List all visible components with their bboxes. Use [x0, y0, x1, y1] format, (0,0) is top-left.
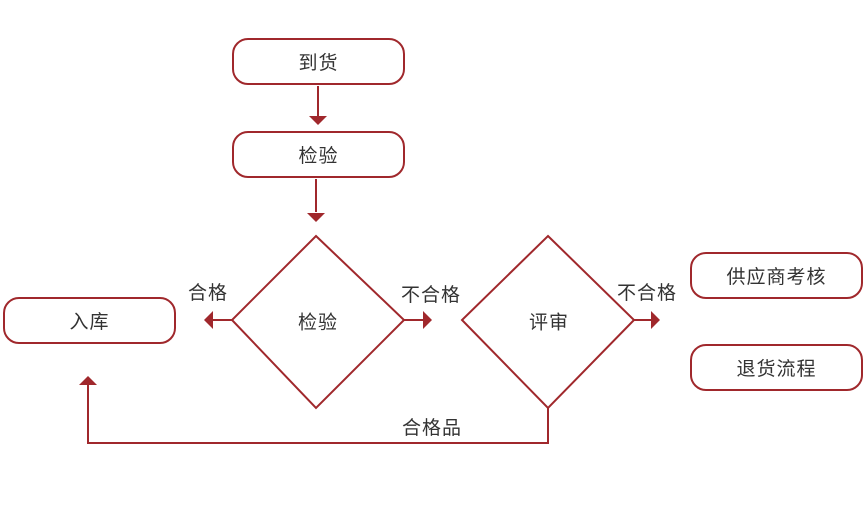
decision-inspect-label: 检验 [297, 311, 339, 334]
node-supplier-assessment: 供应商考核 [690, 252, 863, 299]
edge-label-qualified-goods: 合格品 [402, 417, 463, 439]
arrowhead-down-1 [309, 116, 327, 125]
node-inspect: 检验 [232, 131, 405, 178]
arrowhead-right-1 [423, 311, 432, 329]
decision-review-label: 评审 [528, 311, 570, 334]
node-arrival: 到货 [232, 38, 405, 85]
edge-label-fail-2: 不合格 [617, 282, 678, 304]
node-return-process: 退货流程 [690, 344, 863, 391]
node-supplier-assessment-label: 供应商考核 [726, 266, 827, 288]
connector-qualified-goods [87, 384, 549, 444]
edge-label-pass: 合格 [188, 282, 229, 304]
node-return-process-label: 退货流程 [736, 358, 817, 380]
decision-diamond-review [460, 234, 636, 410]
edge-label-fail-1: 不合格 [401, 284, 462, 306]
arrowhead-left [204, 311, 213, 329]
arrowhead-up [79, 376, 97, 385]
node-arrival-label: 到货 [298, 52, 339, 74]
node-storage: 入库 [3, 297, 176, 344]
node-storage-label: 入库 [69, 311, 110, 333]
node-inspect-label: 检验 [298, 145, 339, 167]
decision-diamond-inspect [230, 234, 406, 410]
arrowhead-right-2 [651, 311, 660, 329]
arrowhead-down-2 [307, 213, 325, 222]
